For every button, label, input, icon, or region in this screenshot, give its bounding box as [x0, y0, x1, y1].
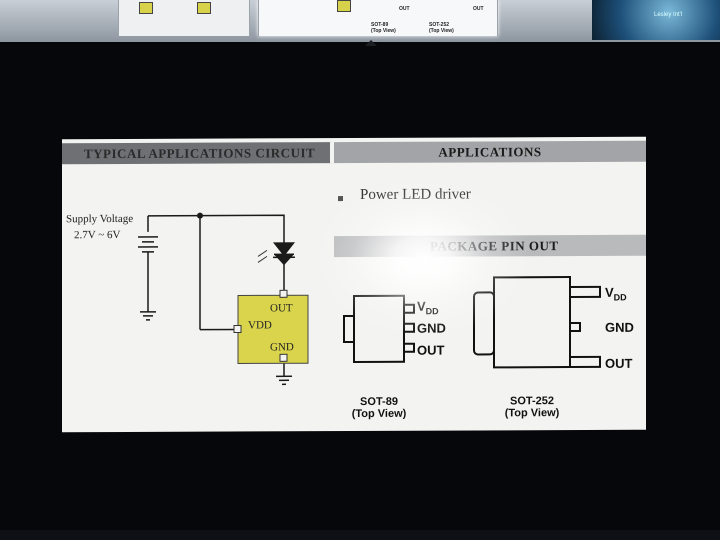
corner-logo-text: Lesley Int'l	[654, 12, 683, 18]
sot252-pin-gnd: GND	[605, 319, 634, 335]
sot89-caption: SOT-89(Top View)	[351, 395, 407, 421]
sot252-body	[493, 276, 571, 369]
taskbar	[0, 530, 720, 540]
application-circuit-diagram	[138, 212, 309, 386]
current-slide-pointer-icon	[365, 40, 377, 46]
presentation-slide: TYPICAL APPLICATIONS CIRCUIT APPLICATION…	[62, 136, 646, 433]
package-pinout-diagram	[343, 276, 601, 369]
slide-thumbnail-current[interactable]: SOT-89(Top View) SOT-252(Top View) OUT O…	[258, 0, 498, 36]
sot252-pin-vdd: VDD	[605, 284, 627, 303]
ic-thumbnail-icon	[139, 2, 153, 14]
sot89-pin-gnd: GND	[417, 320, 446, 336]
sot252-pin-out: OUT	[605, 355, 633, 371]
slide-thumbnail-strip: SOT-89(Top View) SOT-252(Top View) OUT O…	[0, 0, 720, 42]
thumb-sot252-caption: SOT-252(Top View)	[429, 22, 454, 34]
sot89-pin-vdd: VDD	[417, 298, 439, 317]
thumb-sot89-caption: SOT-89(Top View)	[371, 22, 396, 34]
slide-thumbnail-next[interactable]: Lesley Int'l	[592, 0, 720, 40]
thumb-out-label: OUT	[399, 6, 410, 12]
ic-thumbnail-icon	[337, 0, 351, 12]
thumb-out-label-2: OUT	[473, 6, 484, 12]
sot89-body	[353, 294, 405, 364]
slide-thumbnail-prev[interactable]	[118, 0, 250, 36]
junction-dot	[197, 212, 203, 219]
sot252-caption: SOT-252(Top View)	[504, 395, 560, 420]
ic-thumbnail-icon	[197, 2, 211, 14]
led-icon	[273, 242, 295, 257]
sot89-pin-out: OUT	[417, 342, 445, 358]
